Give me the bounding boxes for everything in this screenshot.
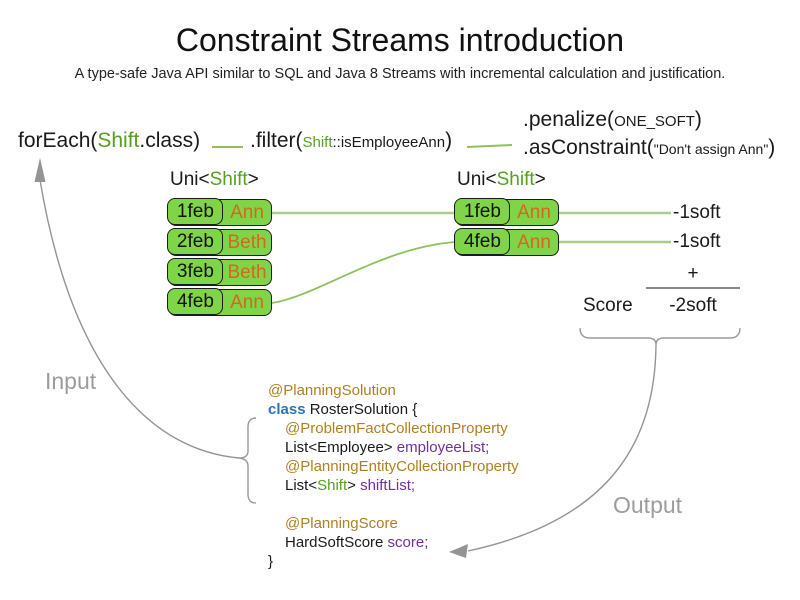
left-stream-table: 1feb Ann 2feb Beth 3feb Beth 4feb Ann <box>167 198 272 316</box>
output-label: Output <box>613 492 683 518</box>
filter-expression: .filter(Shift::isEmployeeAnn) <box>250 129 452 153</box>
code-line: } <box>268 552 519 571</box>
annotation: @PlanningEntityCollectionProperty <box>285 458 519 475</box>
field-type: HardSoftScore <box>285 534 388 551</box>
shift-row: 2feb Beth <box>167 228 272 256</box>
code-line: @PlanningEntityCollectionProperty <box>268 457 519 476</box>
class-declaration: RosterSolution { <box>305 401 418 418</box>
filter-arg: ::isEmployeeAnn <box>332 134 446 151</box>
field-type: List< <box>285 477 318 494</box>
field-name: shiftList; <box>360 477 416 494</box>
left-stream-label-post: > <box>247 169 259 190</box>
penalize-pre: .penalize( <box>523 108 615 131</box>
score-label: Score <box>583 295 633 316</box>
asconstraint-expression: .asConstraint("Don't assign Ann") <box>523 136 775 160</box>
shift-employee: Ann <box>517 201 551 223</box>
field-type: List<Employee> <box>285 439 397 456</box>
stream-connector-curve <box>271 241 456 304</box>
page-title: Constraint Streams introduction <box>175 22 625 58</box>
shift-date: 4feb <box>454 228 511 256</box>
left-stream-label-type: Shift <box>209 169 248 190</box>
shift-type: Shift <box>317 477 348 494</box>
pipeline-connector-line <box>466 144 513 148</box>
input-arrowhead-icon <box>34 158 46 182</box>
score-bracket <box>579 327 741 346</box>
shift-row: 3feb Beth <box>167 258 272 286</box>
shift-row: 4feb Ann <box>167 288 272 316</box>
field-type: > <box>347 477 361 494</box>
right-stream-label-type: Shift <box>496 169 535 190</box>
code-line: List<Shift> shiftList; <box>268 476 519 495</box>
right-stream-label-pre: Uni< <box>457 169 497 190</box>
penalty-label: -1soft <box>673 202 721 223</box>
shift-row: 4feb Ann <box>454 228 559 256</box>
right-stream-table: 1feb Ann 4feb Ann <box>454 198 559 256</box>
code-blank-line <box>268 495 519 514</box>
annotation: @PlanningSolution <box>268 382 396 399</box>
code-line: class RosterSolution { <box>268 400 519 419</box>
code-line: @PlanningSolution <box>268 381 519 400</box>
shift-employee: Beth <box>227 231 267 253</box>
annotation: @ProblemFactCollectionProperty <box>285 420 508 437</box>
right-stream-label: Uni<Shift> <box>457 169 546 191</box>
field-name: employeeList; <box>396 439 490 456</box>
left-stream-label: Uni<Shift> <box>170 169 259 191</box>
shift-date: 3feb <box>167 258 224 286</box>
foreach-post: .class) <box>139 129 201 152</box>
closing-brace: } <box>268 553 274 570</box>
foreach-expression: forEach(Shift.class) <box>18 129 200 153</box>
filter-type: Shift <box>302 134 333 151</box>
penalize-arg: ONE_SOFT <box>614 113 695 130</box>
shift-date: 4feb <box>167 288 224 316</box>
shift-employee: Beth <box>227 261 267 283</box>
foreach-pre: forEach( <box>18 129 98 152</box>
penalize-post: ) <box>694 108 702 131</box>
code-line: HardSoftScore score; <box>268 533 519 552</box>
code-block: @PlanningSolution class RosterSolution {… <box>268 381 519 571</box>
score-value: -2soft <box>669 295 717 316</box>
asconstraint-arg: "Don't assign Ann" <box>653 141 769 157</box>
filter-pre: .filter( <box>250 129 303 152</box>
code-brace <box>238 417 257 504</box>
annotation: @PlanningScore <box>285 515 398 532</box>
shift-date: 2feb <box>167 228 224 256</box>
foreach-type: Shift <box>97 129 140 152</box>
shift-date: 1feb <box>454 198 511 226</box>
penalty-label: -1soft <box>673 231 721 252</box>
field-name: score; <box>387 534 429 551</box>
shift-employee: Ann <box>517 231 551 253</box>
code-line: @ProblemFactCollectionProperty <box>268 419 519 438</box>
asconstraint-post: ) <box>768 136 776 159</box>
input-label: Input <box>45 368 97 394</box>
filter-post: ) <box>445 129 453 152</box>
code-line: List<Employee> employeeList; <box>268 438 519 457</box>
subtitle: A type-safe Java API similar to SQL and … <box>74 66 726 82</box>
shift-date: 1feb <box>167 198 224 226</box>
shift-employee: Ann <box>230 291 264 313</box>
keyword: class <box>268 401 306 418</box>
plus-sign: + <box>687 263 699 284</box>
code-line: @PlanningScore <box>268 514 519 533</box>
penalize-expression: .penalize(ONE_SOFT) <box>523 108 702 132</box>
left-stream-label-pre: Uni< <box>170 169 210 190</box>
shift-employee: Ann <box>230 201 264 223</box>
shift-row: 1feb Ann <box>167 198 272 226</box>
asconstraint-pre: .asConstraint( <box>523 136 654 159</box>
shift-row: 1feb Ann <box>454 198 559 226</box>
right-stream-label-post: > <box>534 169 546 190</box>
